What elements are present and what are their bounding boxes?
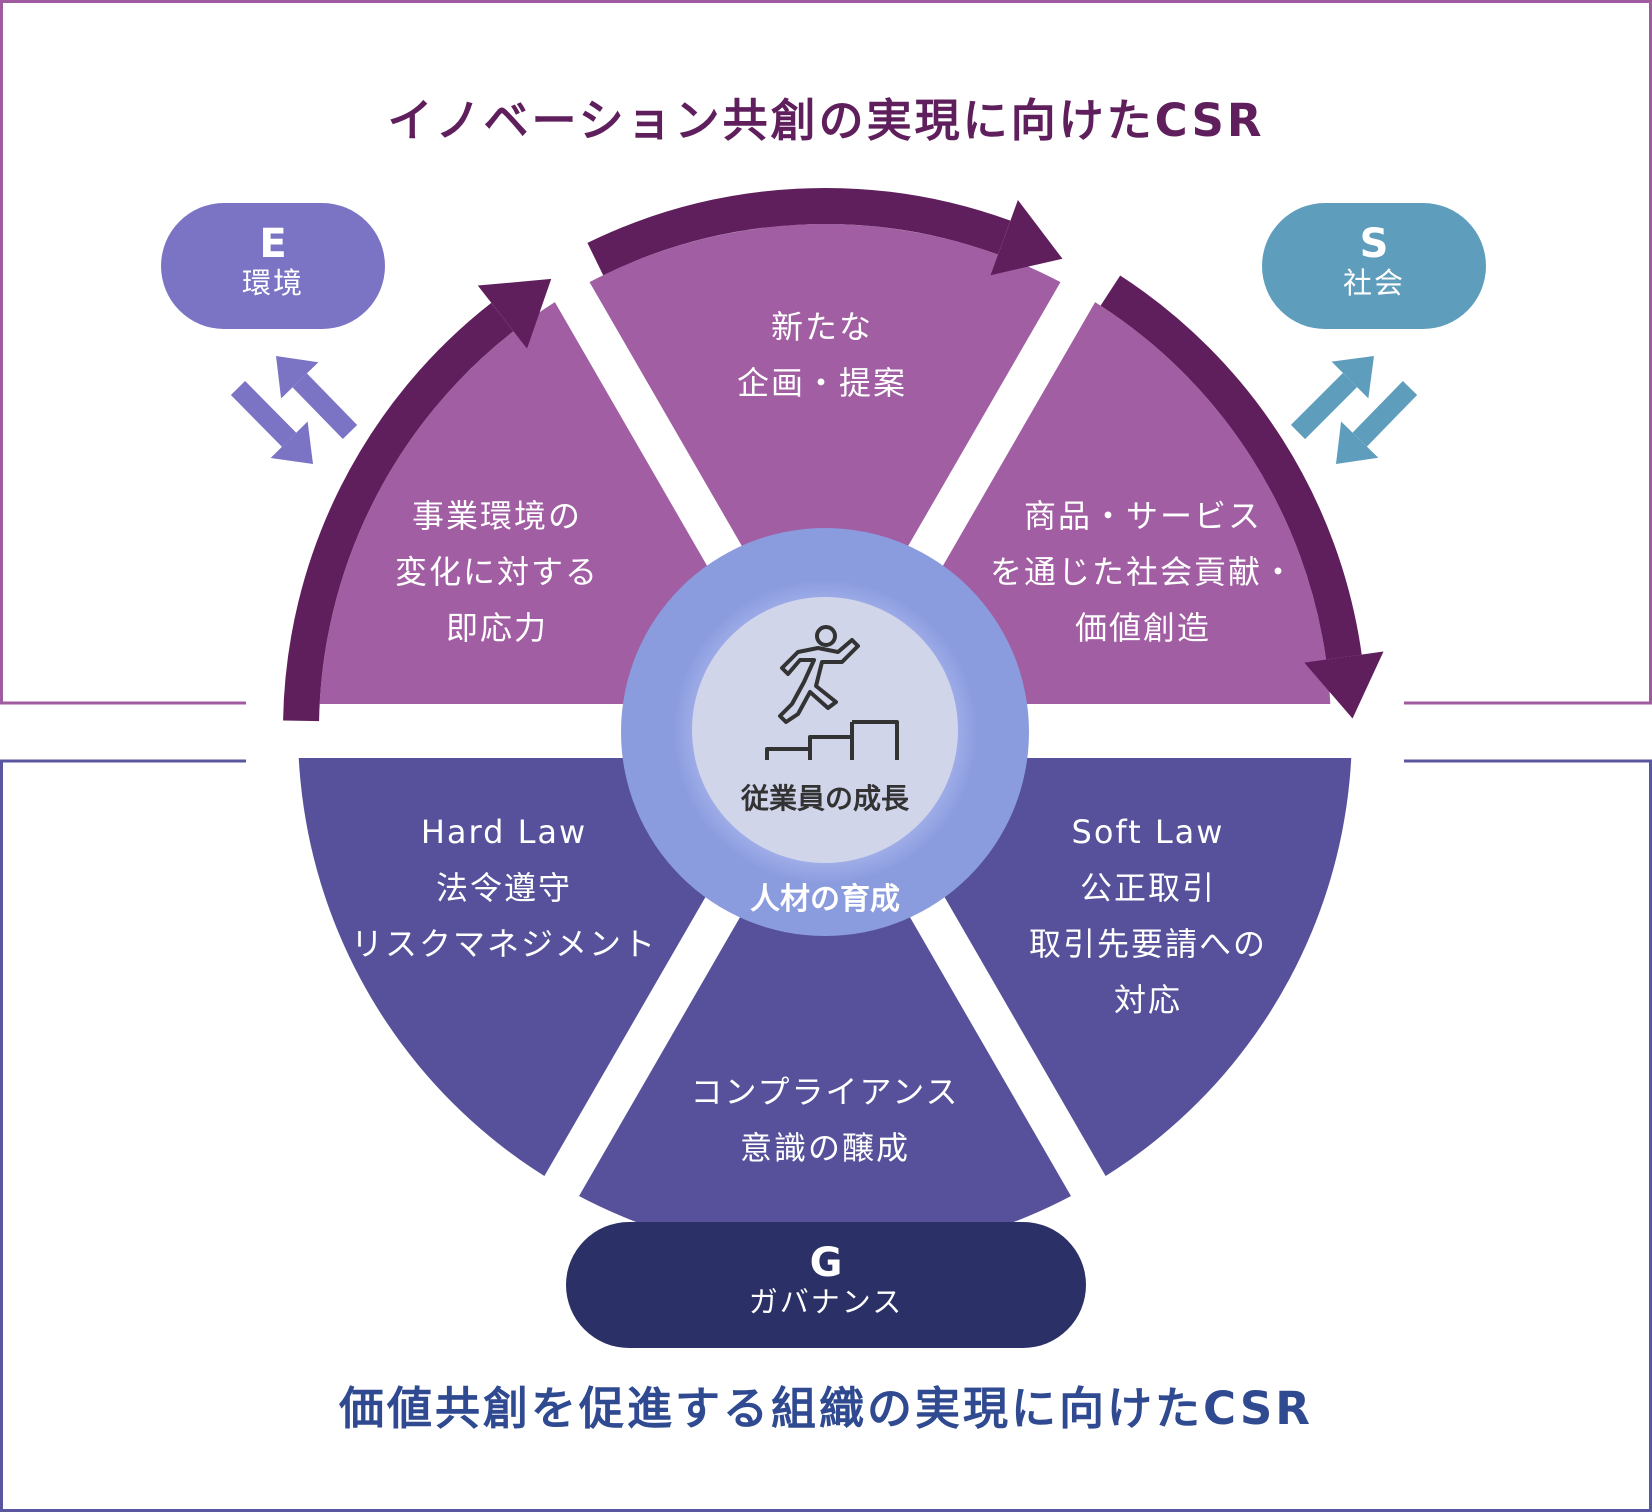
pill-letter: S bbox=[1359, 221, 1389, 267]
cycle-arrow-head bbox=[477, 278, 552, 349]
pill-e-environment: E 環境 bbox=[161, 203, 385, 329]
pill-letter: G bbox=[809, 1240, 843, 1286]
center-outer-label: 人材の育成 bbox=[750, 882, 900, 917]
exchange-arrow-head bbox=[276, 356, 319, 399]
segment-lower-bottom: コンプライアンス意識の醸成 bbox=[690, 1073, 960, 1167]
title-bottom: 価値共創を促進する組織の実現に向けたCSR bbox=[339, 1382, 1313, 1435]
cycle-arrow-head bbox=[1304, 651, 1384, 719]
exchange-arrow-shaft bbox=[230, 380, 297, 447]
cycle-arrows bbox=[283, 188, 1384, 722]
exchange-arrow-head bbox=[1331, 356, 1374, 399]
exchange-arrow-head bbox=[1336, 421, 1379, 464]
upper-wedges bbox=[319, 224, 1331, 704]
title-top: イノベーション共創の実現に向けたCSR bbox=[387, 94, 1265, 147]
pill-s-social: S 社会 bbox=[1262, 203, 1486, 329]
pill-label: 環境 bbox=[241, 266, 304, 300]
center-inner-label: 従業員の成長 bbox=[740, 782, 909, 815]
segment-upper-left: 事業環境の変化に対する即応力 bbox=[394, 497, 600, 647]
exchange-arrow-head bbox=[270, 421, 313, 464]
cycle-arrow-arc bbox=[283, 302, 514, 722]
cycle-arrow-arc bbox=[587, 188, 1011, 276]
exchange-arrow-shaft bbox=[292, 373, 358, 439]
segment-upper-top: 新たな企画・提案 bbox=[736, 308, 908, 402]
pill-g-governance: G ガバナンス bbox=[566, 1222, 1086, 1348]
pill-label: ガバナンス bbox=[748, 1285, 904, 1319]
pill-letter: E bbox=[259, 221, 287, 267]
segment-upper-right: 商品・サービスを通じた社会貢献・価値創造 bbox=[989, 497, 1297, 647]
exchange-arrow-shaft bbox=[1352, 381, 1418, 447]
pill-label: 社会 bbox=[1342, 266, 1405, 300]
exchange-arrows bbox=[230, 356, 1418, 464]
frame-bottom bbox=[0, 759, 1652, 1512]
center-inner-circle bbox=[692, 597, 958, 863]
lower-wedges bbox=[298, 758, 1352, 1257]
cycle-arrow-arc bbox=[1100, 275, 1362, 660]
exchange-arrow-shaft bbox=[1290, 372, 1358, 440]
cycle-arrow-head bbox=[990, 200, 1063, 276]
runner-climbing-stairs-icon bbox=[765, 625, 899, 760]
frame-top bbox=[0, 0, 1652, 705]
